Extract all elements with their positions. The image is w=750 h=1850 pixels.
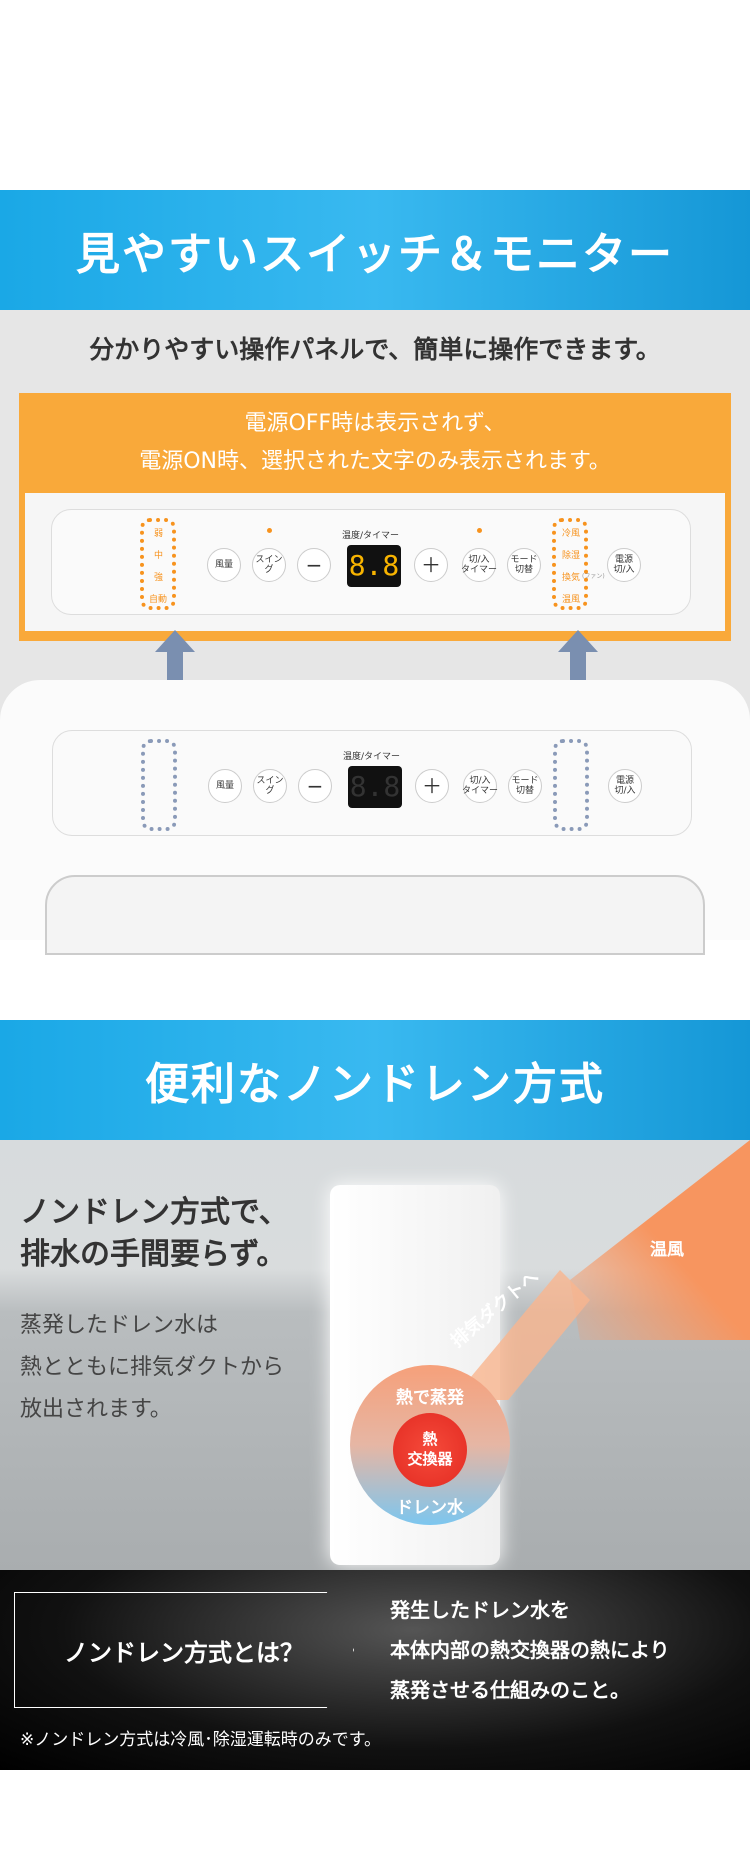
section1-banner: 見やすいスイッチ＆モニター — [0, 190, 750, 310]
drain-label: ドレン水 — [396, 1498, 464, 1518]
definition-box: ノンドレン方式とは？ — [14, 1592, 354, 1708]
fan-level-label: 中 — [154, 551, 164, 561]
headline-line1: ノンドレン方式で、 — [20, 1195, 289, 1230]
swing-led — [267, 528, 272, 533]
device-top: 風量 スイング − 温度/タイマー 8.8 ＋ 切/入 タイマー モード 切替 … — [0, 680, 750, 955]
power-button[interactable]: 電源 切/入 — [607, 548, 641, 582]
display: 8.8 — [348, 766, 402, 808]
control-panel-off: 風量 スイング − 温度/タイマー 8.8 ＋ 切/入 タイマー モード 切替 … — [52, 730, 692, 836]
plus-button[interactable]: ＋ — [414, 548, 448, 582]
display-label: 温度/タイマー — [343, 752, 401, 762]
non-drain-section: ノンドレン方式で、 排水の手間要らず。 蒸発したドレン水は 熱とともに排気ダクト… — [0, 1140, 750, 1570]
mode-button[interactable]: モード 切替 — [508, 769, 542, 803]
swing-button[interactable]: スイング — [252, 548, 286, 582]
mode-sub-label: (ファン) — [582, 573, 605, 580]
power-button[interactable]: 電源 切/入 — [608, 769, 642, 803]
heat-exchanger: 熱 交換器 — [393, 1413, 467, 1487]
control-panel-on: 弱 中 強 自動 風量 スイング − 温度/タイマー 8.8 ＋ 切/入 タイマ… — [25, 493, 725, 631]
body-line: 蒸発したドレン水は — [20, 1313, 219, 1338]
non-drain-explanation: ノンドレン方式とは？ 発生したドレン水を 本体内部の熱交換器の熱により 蒸発させ… — [0, 1570, 750, 1770]
mode-label: 温風 — [562, 595, 581, 605]
mode-label: 換気 — [562, 573, 581, 583]
fan-button[interactable]: 風量 — [207, 548, 241, 582]
exchanger-line2: 交換器 — [407, 1450, 453, 1468]
plus-button[interactable]: ＋ — [415, 769, 449, 803]
desc-line: 本体内部の熱交換器の熱により — [390, 1638, 670, 1662]
desc-line: 発生したドレン水を — [390, 1598, 570, 1622]
switch-monitor-section: 分かりやすい操作パネルで、簡単に操作できます。 電源OFF時は表示されず、電源O… — [0, 310, 750, 955]
evaporate-label: 熱で蒸発 — [396, 1388, 464, 1408]
section2-banner: 便利なノンドレン方式 — [0, 1020, 750, 1140]
minus-button[interactable]: − — [297, 548, 331, 582]
mode-button[interactable]: モード 切替 — [507, 548, 541, 582]
desc-line: 蒸発させる仕組みのこと。 — [390, 1678, 630, 1702]
section1-title: 見やすいスイッチ＆モニター — [76, 229, 674, 280]
mode-label: 除湿 — [562, 551, 581, 561]
display-label: 温度/タイマー — [342, 531, 400, 541]
timer-button[interactable]: 切/入 タイマー — [461, 548, 497, 582]
section1-subtitle: 分かりやすい操作パネルで、簡単に操作できます。 — [89, 335, 661, 364]
fan-button[interactable]: 風量 — [208, 769, 242, 803]
timer-button[interactable]: 切/入 タイマー — [462, 769, 498, 803]
mode-label: 冷風 — [562, 529, 581, 539]
lit-panel-callout: 電源OFF時は表示されず、電源ON時、選択された文字のみ表示されます。 弱 中 … — [19, 393, 731, 641]
warm-air-graphic — [460, 1140, 750, 1400]
footnote: ※ノンドレン方式は冷風･除湿運転時のみです。 — [20, 1730, 382, 1750]
note-line2: 電源ON時、選択された文字のみ表示されます。 — [139, 449, 611, 474]
headline-line2: 排水の手間要らず。 — [20, 1237, 287, 1272]
display: 8.8 — [347, 545, 401, 587]
body-line: 熱とともに排気ダクトから — [20, 1355, 285, 1380]
fan-level-label: 強 — [154, 573, 164, 583]
definition-title: ノンドレン方式とは？ — [64, 1638, 304, 1667]
body-line: 放出されます。 — [20, 1397, 172, 1422]
note-line1: 電源OFF時は表示されず、 — [244, 411, 506, 436]
heat-cycle-circle: 熱で蒸発 熱 交換器 ドレン水 — [350, 1365, 510, 1525]
fan-level-label: 弱 — [154, 529, 164, 539]
exchanger-line1: 熱 — [422, 1430, 438, 1448]
minus-button[interactable]: − — [298, 769, 332, 803]
section2-title: 便利なノンドレン方式 — [145, 1059, 605, 1110]
timer-led — [477, 528, 482, 533]
warm-air-label: 温風 — [650, 1240, 684, 1260]
swing-button[interactable]: スイング — [253, 769, 287, 803]
fan-level-label: 自動 — [149, 595, 168, 605]
